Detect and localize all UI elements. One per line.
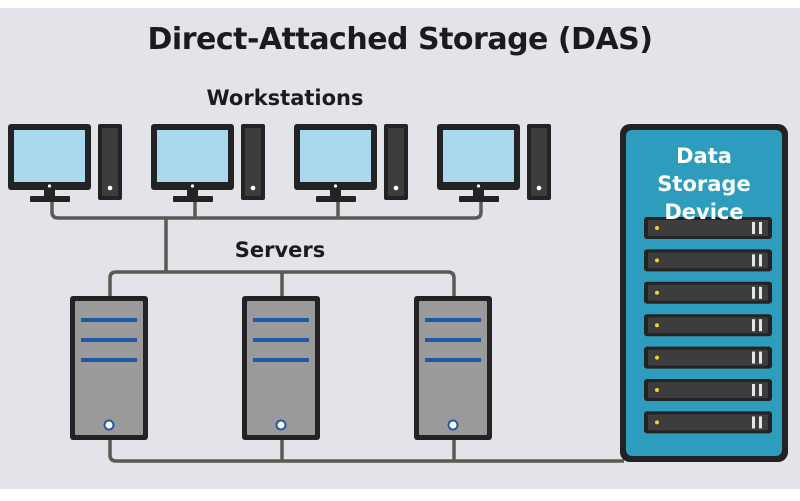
drive-handle-bar [759, 319, 762, 332]
monitor-power-dot [47, 184, 52, 188]
storage-drive-bay [644, 411, 772, 434]
monitor-screen [157, 130, 228, 182]
pc-power-button [536, 185, 542, 191]
storage-drive-bay [644, 281, 772, 304]
drive-handle-bar [759, 384, 762, 396]
pc-tower [388, 128, 404, 196]
server-vent-stripe [81, 358, 137, 362]
monitor-base [459, 196, 499, 202]
server-vent-stripe [425, 318, 481, 322]
server-power-button [447, 419, 459, 431]
server-vent-stripe [253, 358, 309, 362]
drive-handle-bar [759, 416, 762, 429]
server-vent-stripe [81, 318, 137, 322]
workstations-label: Workstations [206, 86, 364, 110]
server-body [75, 301, 143, 435]
drive-handle-bar [752, 416, 755, 429]
connector-lines [50, 195, 624, 463]
data-storage-device [620, 124, 788, 462]
workstation [151, 124, 265, 202]
drive-led [655, 355, 659, 360]
drive-handle-bar [752, 384, 755, 396]
monitor-neck [44, 190, 55, 198]
drive-handle-bar [752, 319, 755, 332]
storage-drive-bay [644, 346, 772, 369]
drive-face [648, 349, 768, 366]
server-vent-stripe [253, 338, 309, 342]
pc-power-button [393, 185, 399, 191]
drive-handle-bar [759, 286, 762, 299]
server-vent-stripe [81, 338, 137, 342]
workstation [437, 124, 551, 202]
drive-face [648, 414, 768, 431]
storage-drive-bay [644, 314, 772, 337]
monitor-neck [473, 190, 484, 198]
workstation [294, 124, 408, 202]
drive-led [655, 420, 659, 425]
monitor-power-dot [476, 184, 481, 188]
server-body [419, 301, 487, 435]
server-power-button [103, 419, 115, 431]
server-body [247, 301, 315, 435]
drive-led [655, 388, 659, 392]
pc-power-button [107, 185, 113, 191]
drive-handle-bar [759, 222, 762, 234]
servers-label: Servers [234, 238, 326, 262]
drive-handle-bar [752, 222, 755, 234]
storage-drive-bay [644, 379, 772, 401]
server [242, 296, 320, 440]
workstation [8, 124, 122, 202]
drive-handle-bar [752, 286, 755, 299]
drive-face [648, 382, 768, 398]
drive-led [655, 258, 659, 263]
pc-tower [531, 128, 547, 196]
workstation-bus-line [50, 195, 483, 220]
diagram-title: Direct-Attached Storage (DAS) [147, 22, 653, 57]
drive-handle-bar [759, 351, 762, 364]
workstation-group [8, 124, 551, 202]
drive-face [648, 252, 768, 269]
monitor-base [173, 196, 213, 202]
drive-face [648, 317, 768, 334]
drive-led [655, 226, 659, 230]
pc-tower [102, 128, 118, 196]
monitor-screen [300, 130, 371, 182]
monitor-screen [14, 130, 85, 182]
server-vent-stripe [253, 318, 309, 322]
server-power-button [275, 419, 287, 431]
storage-drive-bay [644, 249, 772, 272]
monitor-screen [443, 130, 514, 182]
monitor-base [30, 196, 70, 202]
server-vent-stripe [425, 338, 481, 342]
drive-face [648, 220, 768, 236]
storage-device-label: Data Storage Device [657, 144, 751, 224]
server [414, 296, 492, 440]
monitor-base [316, 196, 356, 202]
monitor-neck [187, 190, 198, 198]
server [70, 296, 148, 440]
drive-handle-bar [752, 254, 755, 267]
monitor-power-dot [190, 184, 195, 188]
server-group [70, 296, 492, 440]
pc-power-button [250, 185, 256, 191]
drive-led [655, 290, 659, 295]
drive-led [655, 323, 659, 328]
server-vent-stripe [425, 358, 481, 362]
pc-tower [245, 128, 261, 196]
monitor-power-dot [333, 184, 338, 188]
storage-bus-line [108, 440, 624, 463]
storage-drive-bay [644, 217, 772, 239]
drive-face [648, 284, 768, 301]
drive-handle-bar [759, 254, 762, 267]
drive-handle-bar [752, 351, 755, 364]
monitor-neck [330, 190, 341, 198]
